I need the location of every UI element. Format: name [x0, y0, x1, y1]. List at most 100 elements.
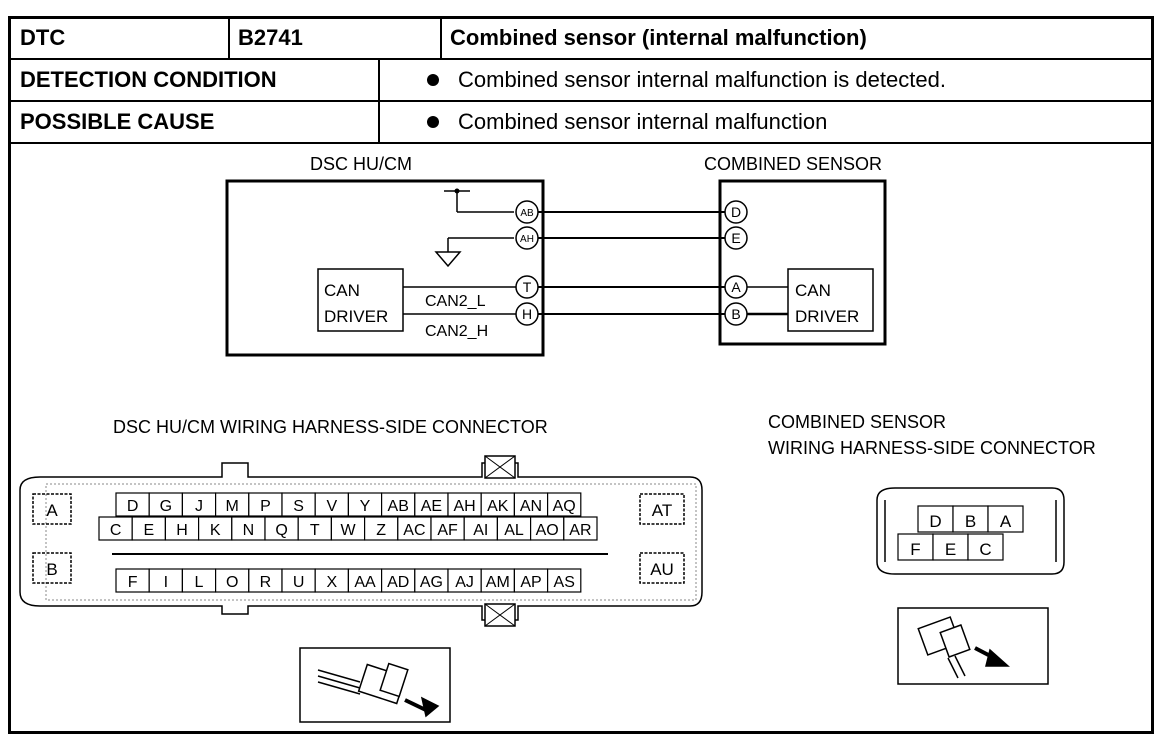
connector-pin-label: AJ	[455, 574, 474, 591]
connector-pin-cell	[967, 533, 1004, 561]
connector-pin-label: AK	[487, 498, 509, 515]
connector-pin-label: AI	[473, 522, 488, 539]
hu-pin-label: H	[522, 306, 532, 322]
hu-connector-row2: C E H K N Q T W Z AC AF AI AL AO AR	[98, 516, 598, 541]
connector-pin-label: AE	[421, 498, 442, 515]
connector-pin-label: W	[340, 522, 356, 539]
sensor-connector-title: COMBINED SENSOR	[768, 412, 946, 432]
connector-pin-label: F	[910, 540, 920, 559]
connector-pin-label: E	[945, 540, 956, 559]
connector-pin-label: AS	[554, 574, 575, 591]
connector-pin-label: R	[260, 574, 272, 591]
connector-pin-label: G	[160, 498, 172, 515]
sensor-box	[718, 179, 887, 346]
connector-pin-label: C	[110, 522, 122, 539]
connector-pin-cell	[546, 568, 582, 593]
table-divider	[8, 142, 1154, 144]
connector-pin-cell	[897, 533, 934, 561]
connector-pin-label: AM	[486, 574, 510, 591]
connector-pin-label: Y	[360, 498, 371, 515]
dtc-frame	[8, 16, 1154, 734]
sensor-pin-label: E	[731, 230, 740, 246]
hu-title: DSC HU/CM	[310, 154, 412, 174]
connector-pin-label: AB	[388, 498, 409, 515]
table-divider	[378, 58, 380, 142]
table-divider	[228, 16, 230, 58]
connector-pin-label: AD	[387, 574, 409, 591]
connector-pin-label: AH	[453, 498, 475, 515]
hu-pin-label: AB	[520, 208, 534, 219]
table-divider	[8, 100, 1154, 102]
table-divider	[440, 16, 442, 58]
connector-pin-label: D	[127, 498, 139, 515]
connector-pin-label: Z	[376, 522, 386, 539]
possible-cause-value: Combined sensor internal malfunction	[458, 109, 828, 134]
connector-pin-label: AG	[420, 574, 443, 591]
connector-pin-cell	[563, 516, 598, 541]
connector-pin-label: AO	[536, 522, 559, 539]
connector-pin-label: J	[195, 498, 203, 515]
connector-pin-label: S	[293, 498, 304, 515]
connector-pin-label: AR	[569, 522, 591, 539]
connector-pin-label: D	[929, 512, 941, 531]
can2-h-label: CAN2_H	[425, 323, 488, 340]
connector-pin-label: H	[176, 522, 188, 539]
possible-cause-label: POSSIBLE CAUSE	[20, 109, 215, 134]
connector-pin-label: A	[1000, 512, 1012, 531]
connector-pin-label: C	[979, 540, 991, 559]
hu-connector-corner-label: B	[46, 560, 57, 579]
hu-pin-label: T	[523, 279, 532, 295]
dtc-label: DTC	[20, 25, 66, 50]
connector-pin-label: E	[143, 522, 154, 539]
connector-pin-label: U	[293, 574, 305, 591]
bullet	[427, 116, 439, 128]
connector-pin-label: Q	[275, 522, 287, 539]
hu-pin-label: AH	[520, 234, 534, 245]
dtc-code: B2741	[238, 25, 303, 50]
hu-connector-corner-label: AT	[652, 501, 672, 520]
connector-pin-label: AP	[520, 574, 541, 591]
sensor-pin-label: B	[731, 306, 740, 322]
dtc-title: Combined sensor (internal malfunction)	[450, 25, 867, 50]
connector-pin-label: I	[164, 574, 168, 591]
connector-pin-label: AA	[354, 574, 376, 591]
sensor-can-driver-label: CAN	[795, 281, 831, 300]
connector-pin-label: N	[243, 522, 255, 539]
hu-connector-corner-label: A	[46, 501, 58, 520]
connector-pin-cell	[546, 492, 582, 517]
sensor-pin-label: A	[731, 279, 741, 295]
connector-pin-label: V	[326, 498, 337, 515]
sensor-connector-illustration	[897, 607, 1049, 685]
hu-can-driver-box	[317, 268, 404, 332]
can2-l-label: CAN2_L	[425, 293, 486, 310]
connector-pin-label: AC	[403, 522, 425, 539]
sensor-pin-label: D	[731, 204, 741, 220]
sensor-connector-title: WIRING HARNESS-SIDE CONNECTOR	[768, 438, 1096, 458]
connector-pin-label: F	[128, 574, 138, 591]
hu-connector-title: DSC HU/CM WIRING HARNESS-SIDE CONNECTOR	[113, 417, 548, 437]
connector-pin-label: AL	[504, 522, 524, 539]
hu-can-driver-label: CAN	[324, 281, 360, 300]
hu-can-driver-label: DRIVER	[324, 307, 388, 326]
hu-connector-corner-label: AU	[650, 560, 674, 579]
sensor-title: COMBINED SENSOR	[704, 154, 882, 174]
table-divider	[8, 58, 1154, 60]
ground-symbol	[434, 251, 462, 268]
sensor-can-driver-box	[787, 268, 874, 332]
connector-pin-label: AN	[520, 498, 542, 515]
connector-pin-label: K	[210, 522, 221, 539]
connector-pin-label: O	[226, 574, 238, 591]
connector-pin-cell	[987, 505, 1024, 533]
hu-box	[225, 179, 545, 357]
detection-condition-label: DETECTION CONDITION	[20, 67, 277, 92]
connector-pin-label: AF	[437, 522, 458, 539]
connector-pin-cell	[952, 505, 989, 533]
connector-pin-label: T	[310, 522, 320, 539]
sensor-can-driver-label: DRIVER	[795, 307, 859, 326]
